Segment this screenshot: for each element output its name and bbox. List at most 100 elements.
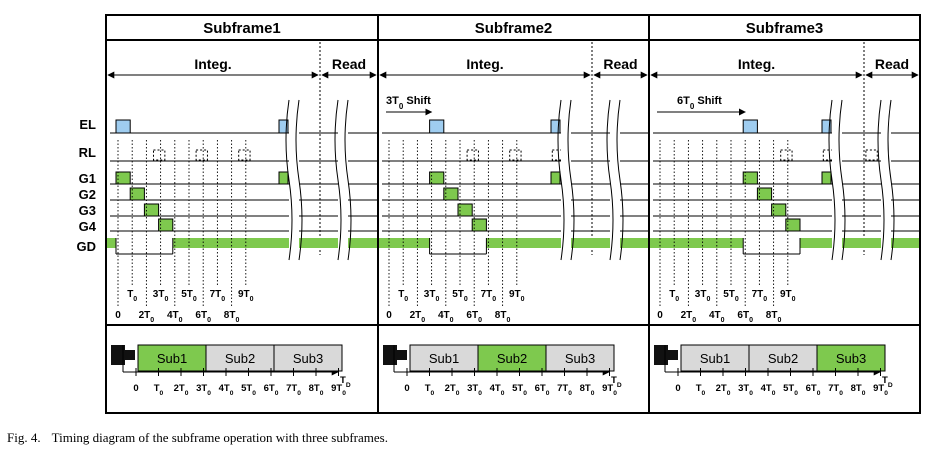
segment-label: Sub2: [497, 351, 527, 366]
g1-pulse-end: [821, 171, 832, 185]
gd-high: [379, 238, 430, 248]
tick-label-upper: 7T0: [210, 289, 226, 303]
integ-label: Integ.: [194, 56, 231, 72]
axis-tick-label: 4T0: [761, 383, 776, 397]
pixel-block: [397, 350, 407, 360]
tick-label-lower: 2T0: [410, 310, 426, 324]
segment-sub1: [680, 344, 750, 372]
axis-break-gap: [610, 100, 620, 260]
segment-label: Sub1: [429, 351, 459, 366]
axis-tick-label: 3T0: [196, 383, 211, 397]
segment-label: Sub3: [565, 351, 595, 366]
rl-pulse: [466, 149, 479, 161]
tick-label-upper: 3T0: [695, 289, 711, 303]
tick-label-lower: 4T0: [167, 310, 183, 324]
tick-label-upper: 7T0: [752, 289, 768, 303]
read-label: Read: [603, 56, 637, 72]
gate-pulse-g4: [785, 218, 801, 232]
tick-label-lower: 0: [386, 310, 392, 321]
gate-pulse-g2: [443, 187, 459, 201]
axis-tick-label: 7T0: [828, 383, 843, 397]
subframe-title: Subframe3: [746, 20, 824, 37]
axis-tick-label: 9T0: [331, 383, 346, 397]
gate-pulse-g4: [471, 218, 487, 232]
axis-tick-label: T0: [425, 383, 435, 397]
axis-tick-label: 2T0: [445, 383, 460, 397]
axis-tick-label: 5T0: [783, 383, 798, 397]
axis-tick-label: T0: [696, 383, 706, 397]
axis-tick-label: 8T0: [580, 383, 595, 397]
axis-break-line: [567, 99, 575, 261]
tick-label-upper: 5T0: [723, 289, 739, 303]
axis-break-line: [887, 99, 895, 261]
pixel-block: [383, 345, 397, 365]
signal-label-g4: G4: [79, 219, 97, 234]
pixel-block: [654, 345, 668, 365]
axis-break-line: [606, 99, 614, 261]
pixel-block: [668, 350, 678, 360]
rl-pulse: [153, 149, 166, 161]
axis-tick-label: 6T0: [535, 383, 550, 397]
figure-caption: Fig. 4. Timing diagram of the subframe o…: [7, 430, 937, 446]
subframe-title: Subframe2: [475, 20, 553, 37]
segment-sub3: [545, 344, 615, 372]
axis-tick-label: 3T0: [738, 383, 753, 397]
gate-pulse-g1: [742, 171, 758, 185]
tick-label-lower: 0: [657, 310, 663, 321]
g1-pulse-end: [550, 171, 561, 185]
rl-pulse: [780, 149, 793, 161]
subframe-title: Subframe1: [203, 20, 281, 37]
axis-tick-label: 6T0: [264, 383, 279, 397]
rl-pulse: [509, 149, 522, 161]
signal-label-gd: GD: [77, 239, 97, 254]
axis-tick-label: 6T0: [806, 383, 821, 397]
axis-tick-label: 0: [133, 383, 138, 394]
axis-tick-label: 7T0: [557, 383, 572, 397]
tick-label-upper: 5T0: [181, 289, 197, 303]
axis-break-line: [344, 99, 352, 261]
axis-tick-label: 0: [404, 383, 409, 394]
tick-label-lower: 6T0: [737, 310, 753, 324]
gate-pulse-g2: [756, 187, 773, 201]
tick-label-upper: 5T0: [452, 289, 468, 303]
axis-tick-label: 5T0: [512, 383, 527, 397]
read-label: Read: [875, 56, 909, 72]
tick-label-upper: 9T0: [780, 289, 796, 303]
segment-sub1: [409, 344, 479, 372]
gate-pulse-g1: [115, 171, 131, 185]
segment-sub1: [137, 344, 207, 372]
time-axis-label: TD: [340, 375, 351, 389]
axis-tick-label: 2T0: [716, 383, 731, 397]
tick-label-lower: 8T0: [766, 310, 782, 324]
axis-tick-label: 8T0: [851, 383, 866, 397]
shift-label: 3T0 Shift: [386, 95, 431, 111]
axis-break-line: [334, 99, 342, 261]
gd-high: [172, 238, 377, 248]
rl-pulse: [238, 149, 251, 161]
caption-label: Fig. 4.: [7, 430, 41, 445]
signal-label-g1: G1: [79, 171, 96, 186]
rl-pulse: [195, 149, 208, 161]
axis-tick-label: 4T0: [219, 383, 234, 397]
segment-label: Sub1: [700, 351, 730, 366]
tick-label-lower: 6T0: [195, 310, 211, 324]
gate-pulse-g3: [143, 203, 160, 217]
tick-label-lower: 0: [115, 310, 121, 321]
axis-break-line: [557, 99, 565, 261]
axis-break-line: [295, 99, 303, 261]
el-pulse: [115, 119, 131, 134]
el-pulse-end: [550, 119, 561, 134]
axis-tick-label: 7T0: [286, 383, 301, 397]
signal-label-g2: G2: [79, 187, 96, 202]
integ-label: Integ.: [738, 56, 775, 72]
segment-label: Sub3: [836, 351, 866, 366]
segment-sub3: [816, 344, 886, 372]
gate-pulse-g3: [771, 203, 787, 217]
axis-tick-label: 9T0: [873, 383, 888, 397]
signal-label-g3: G3: [79, 203, 96, 218]
segment-sub2: [477, 344, 547, 372]
tick-label-upper: 3T0: [153, 289, 169, 303]
el-pulse-end: [821, 119, 832, 134]
time-axis-label: TD: [882, 375, 893, 389]
